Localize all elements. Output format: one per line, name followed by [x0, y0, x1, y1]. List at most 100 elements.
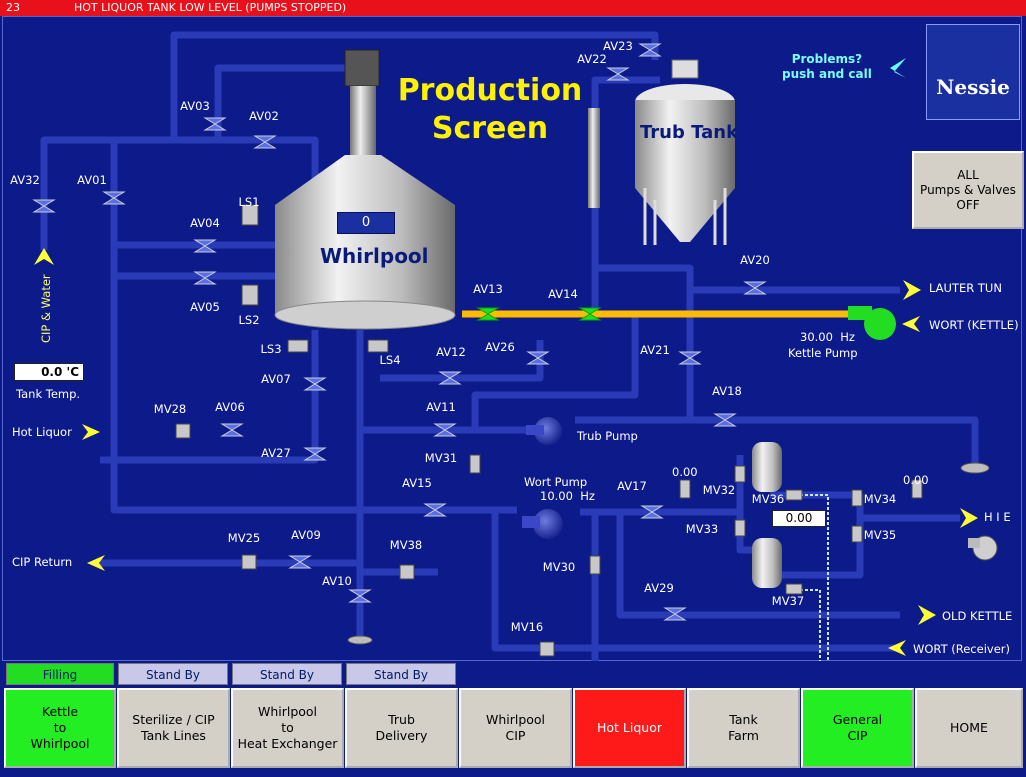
- nav-hot-liquor[interactable]: Hot Liquor: [573, 688, 686, 768]
- screen-title: Production Screen: [392, 72, 588, 148]
- trub-pump-symbol: [526, 417, 562, 445]
- kettle-pump-speed-unit: Hz: [840, 330, 855, 344]
- piping-diagram: [32, 31, 998, 661]
- wort-pump-symbol: [522, 509, 563, 539]
- all-off-button[interactable]: ALL Pumps & Valves OFF: [912, 151, 1024, 229]
- manual-valve-symbols: [175, 204, 923, 657]
- valve-label-mv38[interactable]: MV38: [389, 538, 423, 552]
- status-filling: Filling: [6, 663, 114, 685]
- valve-label-av05[interactable]: AV05: [190, 300, 220, 314]
- nav-line: Heat Exchanger: [237, 736, 338, 751]
- cooling-lines: [790, 494, 829, 661]
- nav-home[interactable]: HOME: [915, 688, 1023, 768]
- valve-label-mv32[interactable]: MV32: [702, 483, 736, 497]
- kettle-pump-symbol: [848, 306, 896, 340]
- valve-label-av18[interactable]: AV18: [712, 384, 742, 398]
- valve-label-mv37[interactable]: MV37: [771, 594, 805, 608]
- tank-temp-label: Tank Temp.: [16, 387, 81, 401]
- valve-label-av01[interactable]: AV01: [77, 173, 107, 187]
- hx-value-readout: 0.00: [772, 510, 826, 527]
- pipes: [40, 31, 979, 661]
- valve-label-av22[interactable]: AV22: [577, 52, 607, 66]
- valve-label-av27[interactable]: AV27: [261, 446, 291, 460]
- valve-label-av02[interactable]: AV02: [249, 109, 279, 123]
- lauter-tun-label: LAUTER TUN: [929, 281, 1002, 295]
- valve-label-av13[interactable]: AV13: [473, 282, 503, 296]
- nav-line: General: [832, 712, 883, 727]
- valve-label-av32[interactable]: AV32: [10, 173, 40, 187]
- wort-pump-speed-unit: Hz: [580, 489, 595, 503]
- sight-glass: [588, 108, 600, 208]
- bottom-control-strip: Filling Stand By Stand By Stand By Kettl…: [0, 661, 1026, 777]
- cip-return-label: CIP Return: [12, 555, 73, 569]
- valve-label-av17[interactable]: AV17: [617, 479, 647, 493]
- nav-line: Tank: [729, 712, 758, 727]
- help-prompt[interactable]: Problems? push and call: [782, 52, 872, 82]
- nav-line: Tank Lines: [141, 728, 206, 743]
- valve-label-mv36[interactable]: MV36: [751, 492, 785, 506]
- all-off-line2: Pumps & Valves: [920, 182, 1016, 197]
- valve-label-av26[interactable]: AV26: [485, 340, 515, 354]
- nav-line: Trub: [388, 712, 415, 727]
- valve-label-av29[interactable]: AV29: [644, 581, 674, 595]
- nav-line: Whirlpool: [257, 704, 318, 719]
- valve-symbols: [32, 43, 767, 621]
- help-line2: push and call: [782, 67, 872, 81]
- nessie-logo: Nessie: [926, 24, 1020, 120]
- hie-label: H I E: [984, 510, 1011, 524]
- valve-label-ls2[interactable]: LS2: [238, 313, 260, 327]
- valve-label-mv31[interactable]: MV31: [424, 451, 458, 465]
- drains: [347, 462, 990, 645]
- wort-receiver-label: WORT (Receiver): [913, 642, 1010, 656]
- valve-label-av07[interactable]: AV07: [261, 372, 291, 386]
- wort-pump-label: Wort Pump: [524, 475, 588, 489]
- valve-label-av14[interactable]: AV14: [548, 287, 578, 301]
- trub-tank-label: Trub Tank: [640, 122, 739, 143]
- valve-label-ls1[interactable]: LS1: [238, 195, 260, 209]
- alarm-code: 23: [6, 1, 20, 14]
- valve-label-mv16[interactable]: MV16: [510, 620, 544, 634]
- valve-label-av09[interactable]: AV09: [291, 528, 321, 542]
- valve-label-ls3[interactable]: LS3: [260, 342, 282, 356]
- valve-label-mv25[interactable]: MV25: [227, 531, 261, 545]
- nav-line: HOME: [950, 720, 988, 735]
- nav-line: CIP: [847, 728, 868, 743]
- valve-label-av20[interactable]: AV20: [740, 253, 770, 267]
- nav-line: Farm: [728, 728, 759, 743]
- heat-exchanger-vessels: [752, 442, 782, 588]
- valve-label-av12[interactable]: AV12: [436, 345, 466, 359]
- flow-arrows: [34, 58, 978, 656]
- valve-label-mv35[interactable]: MV35: [863, 528, 897, 542]
- valve-label-mv33[interactable]: MV33: [685, 522, 719, 536]
- valve-label-av06[interactable]: AV06: [215, 400, 245, 414]
- valve-label-av04[interactable]: AV04: [190, 216, 220, 230]
- tank-temp-value: 0.0: [41, 365, 63, 379]
- kettle-pump-speed: 30.00 Hz: [800, 330, 855, 344]
- old-kettle-label: OLD KETTLE: [942, 609, 1013, 623]
- valve-label-av11[interactable]: AV11: [426, 400, 456, 414]
- valve-label-mv30[interactable]: MV30: [542, 560, 576, 574]
- valve-label-av15[interactable]: AV15: [402, 476, 432, 490]
- left-flow-readout: 0.00: [672, 465, 698, 479]
- nav-line: Sterilize / CIP: [132, 712, 215, 727]
- valve-label-av21[interactable]: AV21: [640, 343, 670, 357]
- valve-label-ls4[interactable]: LS4: [379, 353, 401, 367]
- open-valve-symbols: [476, 307, 602, 321]
- screen-title-line1: Production: [397, 73, 583, 108]
- valve-label-mv28[interactable]: MV28: [153, 402, 187, 416]
- valve-label-av23[interactable]: AV23: [603, 39, 633, 53]
- status-standby-2: Stand By: [232, 663, 342, 685]
- valve-label-mv34[interactable]: MV34: [863, 492, 897, 506]
- valve-label-av10[interactable]: AV10: [322, 574, 352, 588]
- alarm-bar: 23 HOT LIQUOR TANK LOW LEVEL (PUMPS STOP…: [0, 0, 1026, 16]
- kettle-pump-speed-value: 30.00: [800, 330, 833, 344]
- valve-label-av03[interactable]: AV03: [180, 99, 210, 113]
- nav-line: Delivery: [375, 728, 428, 743]
